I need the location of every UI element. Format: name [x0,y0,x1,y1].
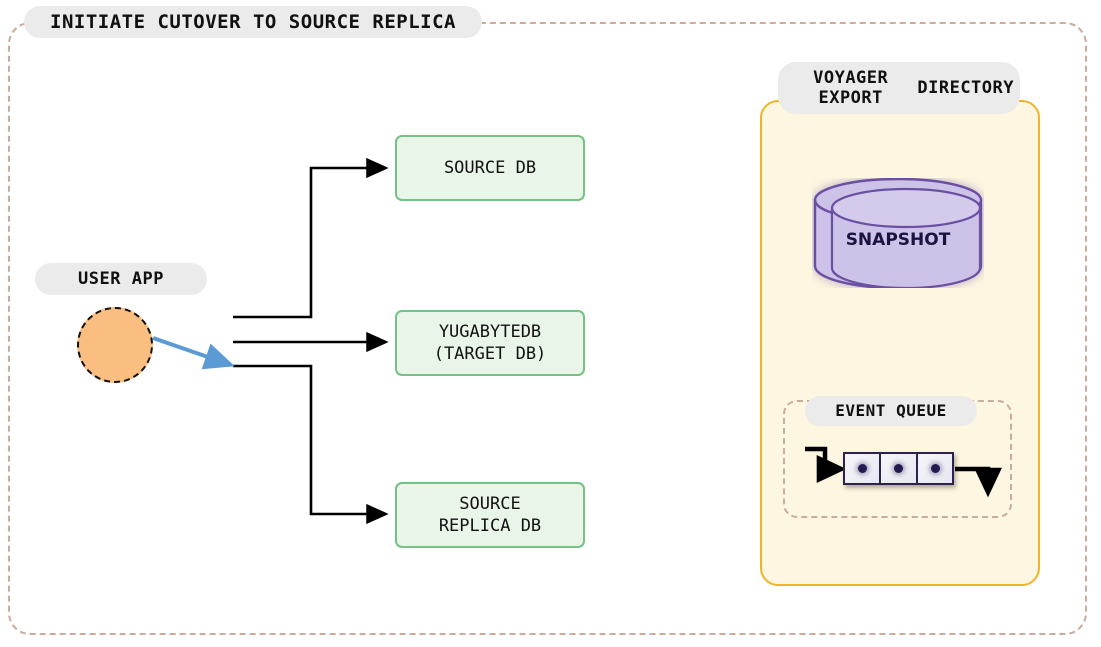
event-queue-label: EVENT QUEUE [805,396,977,426]
voyager-title-line-2: DIRECTORY [917,77,1014,98]
voyager-export-directory-label: VOYAGER EXPORT DIRECTORY [778,62,1020,114]
event-dot-icon [857,464,867,473]
event-dot-icon [894,464,903,473]
voyager-title-line-1: VOYAGER EXPORT [813,67,889,108]
source-replica-db-node[interactable]: SOURCE REPLICA DB [395,482,585,548]
event-dot-icon [930,464,940,473]
event-queue-cell[interactable] [917,452,954,485]
event-queue-cells[interactable] [843,452,954,485]
event-queue-cell[interactable] [880,452,917,485]
user-app-node[interactable] [77,307,153,383]
source-db-node[interactable]: SOURCE DB [395,135,585,201]
user-app-label: USER APP [35,263,207,295]
target-db-node[interactable]: YUGABYTEDB (TARGET DB) [395,310,585,376]
event-queue-cell[interactable] [843,452,880,485]
snapshot-cylinder-icon[interactable] [812,178,984,288]
outer-frame [8,22,1087,635]
diagram-title-pill: INITIATE CUTOVER TO SOURCE REPLICA [24,6,482,38]
